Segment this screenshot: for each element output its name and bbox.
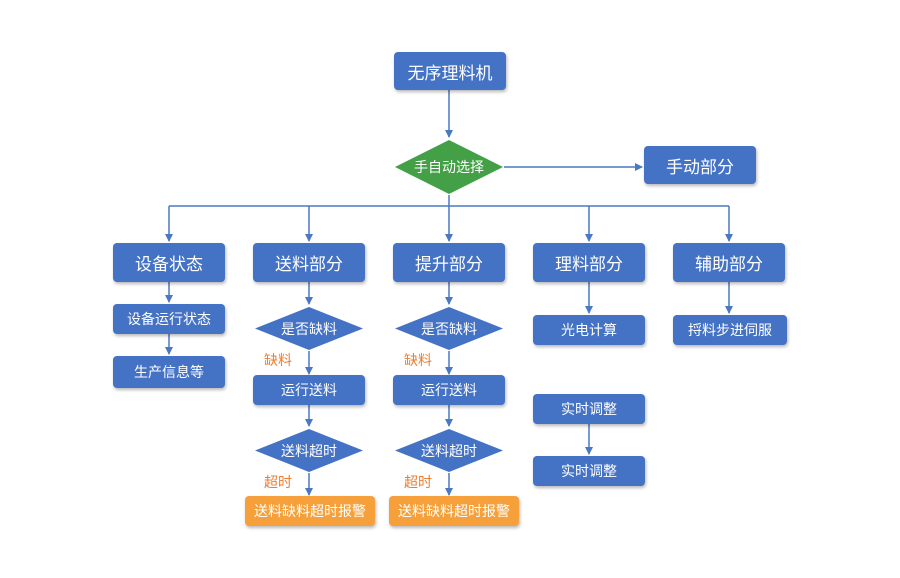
node-realtime-adjust-1: 实时调整	[533, 394, 645, 424]
decision-lift-shortage: 是否缺料	[394, 306, 504, 351]
decision-feed-timeout-label: 送料超时	[281, 443, 337, 460]
node-photo-calc: 光电计算	[533, 315, 645, 345]
node-root: 无序理料机	[394, 52, 506, 90]
node-device-status: 设备状态	[113, 243, 225, 282]
decision-lift-shortage-label: 是否缺料	[421, 321, 477, 338]
decision-lift-timeout-label: 送料超时	[421, 443, 477, 460]
node-feed-run: 运行送料	[253, 375, 365, 405]
node-lifting: 提升部分	[393, 243, 505, 282]
edge-label-feed-timeout: 超时	[264, 475, 292, 491]
node-production-info: 生产信息等	[113, 356, 225, 388]
decision-feed-shortage: 是否缺料	[254, 306, 364, 351]
decision-lift-timeout: 送料超时	[394, 428, 504, 473]
decision-mode-select: 手自动选择	[394, 139, 504, 195]
node-manual: 手动部分	[644, 146, 756, 184]
edge-label-feed-shortage: 缺料	[264, 353, 292, 369]
decision-feed-timeout: 送料超时	[254, 428, 364, 473]
node-auxiliary: 辅助部分	[673, 243, 785, 282]
decision-mode-select-label: 手自动选择	[414, 160, 484, 176]
node-servo-step: 捋料步进伺服	[673, 315, 787, 345]
node-lift-run: 运行送料	[393, 375, 505, 405]
node-device-run-status: 设备运行状态	[113, 304, 225, 334]
decision-feed-shortage-label: 是否缺料	[281, 321, 337, 338]
edge-label-lift-shortage: 缺料	[404, 353, 432, 369]
node-sorting: 理料部分	[533, 243, 645, 282]
node-realtime-adjust-2: 实时调整	[533, 456, 645, 486]
node-feeding: 送料部分	[253, 243, 365, 282]
node-lift-alarm: 送料缺料超时报警	[389, 496, 519, 526]
edge-label-lift-timeout: 超时	[404, 475, 432, 491]
node-feed-alarm: 送料缺料超时报警	[245, 496, 375, 526]
